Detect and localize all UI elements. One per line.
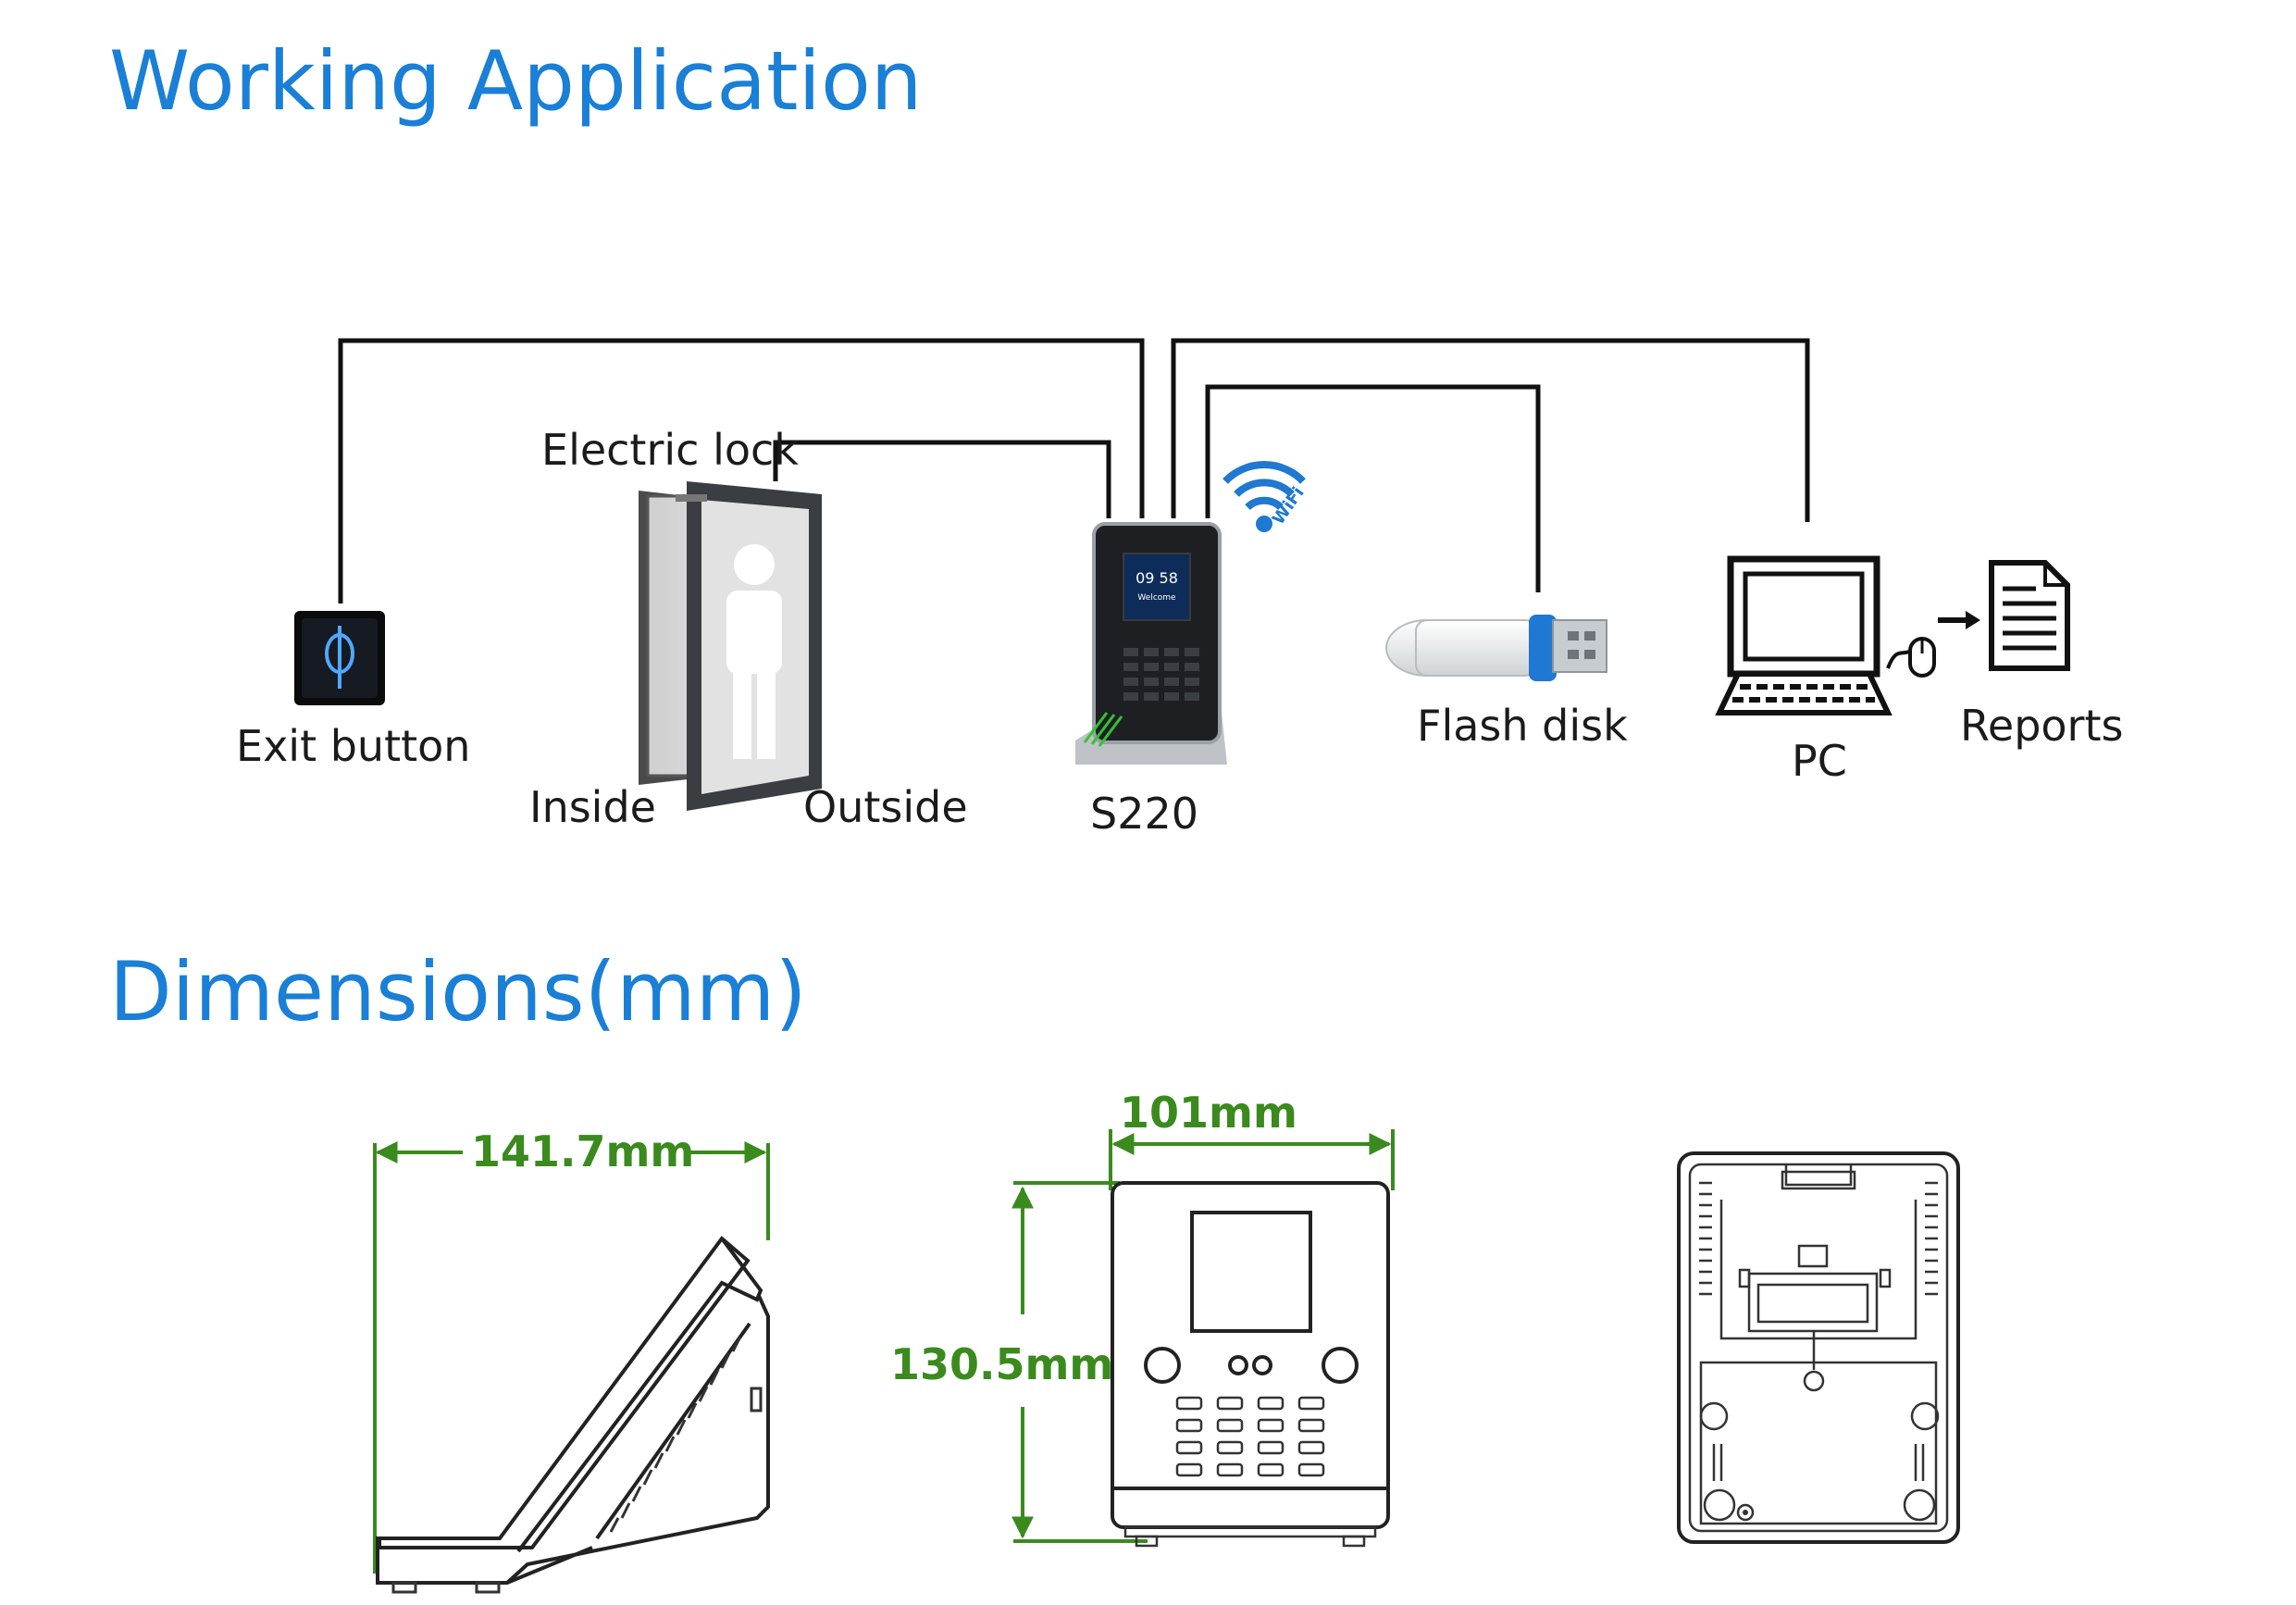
depth-dimension-label: 141.7mm [471,1126,694,1176]
wifi-icon: WiFi [1222,461,1309,532]
arrow-right-icon [1938,611,1980,629]
device-label: S220 [1090,789,1198,839]
back-view-drawing [1677,1151,1960,1544]
reports-label: Reports [1960,701,2123,751]
pc-label: PC [1792,736,1847,786]
width-dimension-label: 101mm [1120,1088,1297,1138]
person-icon [726,544,782,759]
height-dimension-label: 130.5mm [890,1339,1113,1389]
usb-flash-disk-icon [1385,615,1607,681]
outside-label: Outside [803,782,968,832]
mouse-icon [1908,637,1936,678]
report-document-icon [1989,560,2070,671]
working-application-title: Working Application [109,33,923,129]
computer-icon [1715,555,1921,715]
dimensions-title: Dimensions(mm) [109,944,807,1039]
exit-button-icon [294,611,385,705]
side-view-drawing [373,1141,770,1594]
connection-wires [338,338,1810,603]
front-view-drawing [1011,1129,1395,1548]
flash-disk-label: Flash disk [1417,701,1628,751]
device-screen-message: Welcome [1137,593,1176,603]
device-screen-time: 09 58 [1136,569,1178,587]
door-icon [639,481,822,811]
inside-label: Inside [529,782,656,832]
exit-button-label: Exit button [236,721,470,771]
terminal-device-icon: 09 58 Welcome [1075,522,1227,765]
electric-lock-label: Electric lock [541,425,799,475]
